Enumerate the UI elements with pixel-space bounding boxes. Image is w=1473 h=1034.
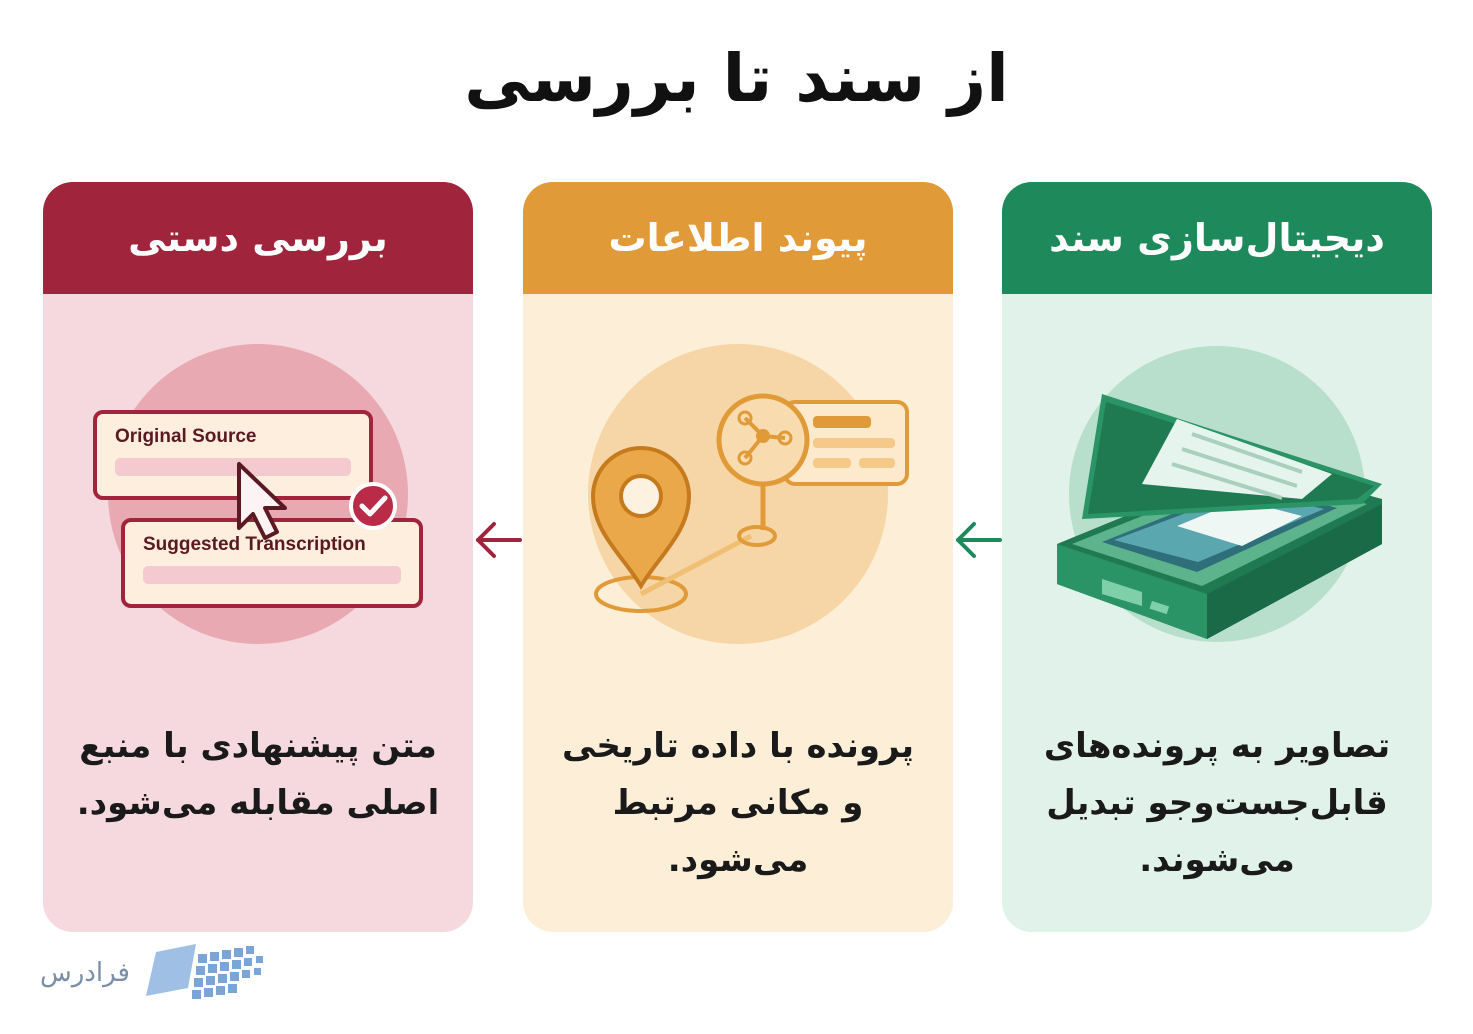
card-header-digitize: دیجیتال‌سازی سند <box>1002 182 1432 294</box>
card-header-linking: پیوند اطلاعات <box>523 182 953 294</box>
logo-text: فرادرس <box>40 958 130 988</box>
original-source-label: Original Source <box>115 426 256 447</box>
map-link-icon <box>588 344 909 644</box>
arrow-left-icon <box>956 522 1002 558</box>
card-text-digitize: تصاویر به پرونده‌های قابل‌جست‌وجو تبدیل … <box>1043 726 1391 880</box>
page-title: از سند تا بررسی <box>464 40 1009 117</box>
card-body-linking: پرونده با داده تاریخی و مکانی مرتبط می‌ش… <box>523 294 953 932</box>
suggested-transcription-label: Suggested Transcription <box>143 534 366 555</box>
card-linking: پیوند اطلاعات <box>523 182 953 932</box>
book-grid-logo <box>146 944 263 999</box>
compare-review-icon: Original Source Suggested Transcription <box>93 344 423 644</box>
card-body-digitize: تصاویر به پرونده‌های قابل‌جست‌وجو تبدیل … <box>1002 294 1432 932</box>
card-digitize: دیجیتال‌سازی سند تصاویر به پرونده‌ها <box>1002 182 1432 932</box>
card-header-review: بررسی دستی <box>43 182 473 294</box>
scanner-icon <box>1057 346 1382 642</box>
card-text-linking: پرونده با داده تاریخی و مکانی مرتبط می‌ش… <box>562 726 914 880</box>
card-review: بررسی دستی Original Source Suggested Tra… <box>43 182 473 932</box>
card-body-review: Original Source Suggested Transcription … <box>43 294 473 932</box>
card-text-review: متن پیشنهادی با منبع اصلی مقابله می‌شود. <box>76 726 440 823</box>
arrow-left-icon <box>476 522 522 558</box>
